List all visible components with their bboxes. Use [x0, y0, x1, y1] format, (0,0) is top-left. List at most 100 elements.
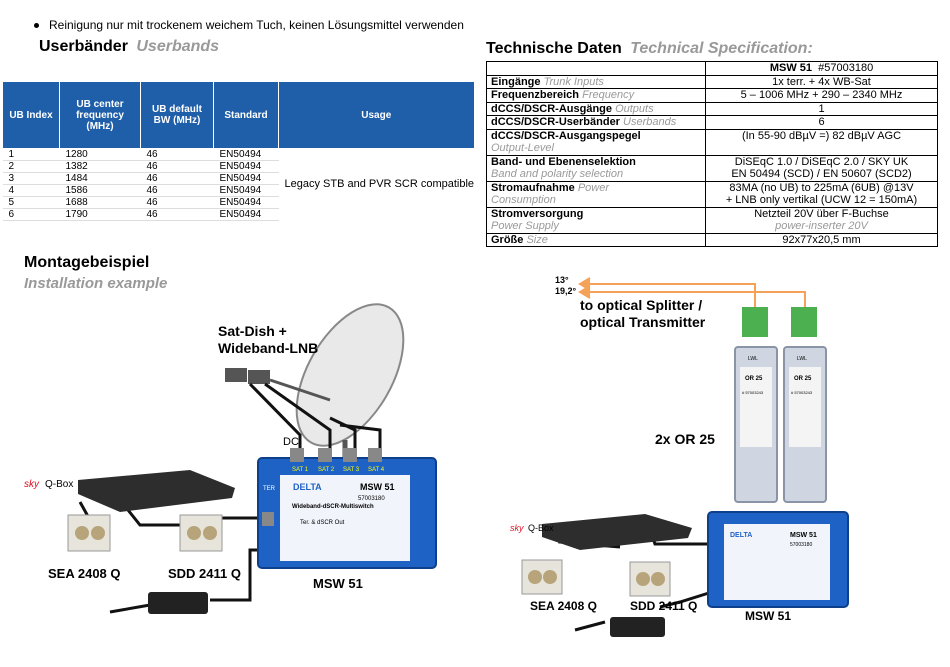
msw-label: MSW 51 [313, 576, 363, 591]
sea-label: SEA 2408 Q [48, 566, 121, 581]
tech-title-en: Technical Specification: [630, 40, 813, 57]
spec-label-en: Outputs [615, 102, 654, 115]
msw-label: MSW 51 [745, 609, 791, 623]
installation-diagram-right: 13° 19,2° to optical Splitter /optical T… [510, 275, 849, 637]
dest-label: to optical Splitter /optical Transmitter [580, 297, 706, 330]
device-model: MSW 51 [790, 532, 817, 539]
cell-index: 1 [2, 148, 60, 161]
spec-label-en: Frequency [582, 89, 635, 101]
table-row: dCCS/DSCR-Ausgänge Outputs 1 [486, 101, 938, 116]
model-number: #57003180 [818, 62, 874, 74]
table-row: 4 1586 46 EN50494 [2, 184, 475, 197]
wall-socket-icon [179, 514, 223, 552]
lwl-label: LWL [748, 356, 758, 362]
optical-converter-device [734, 307, 778, 503]
spec-value: 83MA (no UB) to 225mA (6UB) @13V [729, 181, 914, 194]
cell-standard: EN50494 [213, 208, 279, 221]
spec-label: Größe [491, 233, 524, 246]
cell-bw: 46 [140, 160, 214, 173]
set-top-box-icon [542, 514, 692, 550]
cell-frequency: 1382 [59, 160, 141, 173]
table-row: 1 1280 46 EN50494 Legacy STB and PVR SCR… [2, 148, 474, 190]
sdd-label: SDD 2411 Q [168, 566, 241, 581]
table-row: dCCS/DSCR-Userbänder Userbands 6 [486, 115, 938, 130]
cleaning-note-text: Reinigung nur mit trockenem weichem Tuch… [49, 18, 464, 32]
spec-label: Eingänge [491, 75, 541, 88]
spec-label-en: Power Supply [491, 220, 559, 232]
table-row: 6 1790 46 EN50494 [2, 208, 475, 221]
cell-standard: EN50494 [213, 160, 279, 173]
spec-label-en: Size [526, 233, 548, 246]
spec-value: Netzteil 20V über F-Buchse [754, 207, 889, 220]
spec-label: dCCS/DSCR-Ausgänge [491, 102, 613, 115]
qbox-label: Q-Box [45, 479, 73, 490]
sky-logo: sky [510, 523, 524, 533]
spec-value: 1x terr. + 4x WB-Sat [705, 74, 938, 89]
wall-socket-icon [629, 561, 671, 597]
brand-logo: DELTA [730, 532, 752, 539]
header-ub-index: UB Index [2, 81, 60, 149]
multiswitch-device [257, 448, 437, 569]
spec-value: 92x77x20,5 mm [705, 232, 938, 247]
spec-label-en: Userbands [623, 116, 677, 128]
power-supply-icon [610, 617, 665, 637]
spec-value: 1 [705, 101, 938, 116]
cell-frequency: 1688 [59, 196, 141, 209]
lnb-icon [225, 368, 270, 384]
sat-port-label: SAT 2 [318, 467, 335, 473]
cell-index: 5 [2, 196, 60, 209]
temp-label-1: 13° [555, 275, 569, 285]
or-count-label: 2x OR 25 [655, 431, 715, 447]
cell-standard: EN50494 [213, 184, 279, 197]
device-code: 57003180 [358, 496, 385, 502]
device-code: 57003180 [790, 542, 812, 548]
header-ub-bw: UB default BW (MHz) [140, 81, 214, 149]
device-subtitle: Wideband-dSCR-Multiswitch [292, 504, 374, 510]
device-model: MSW 51 [360, 482, 395, 492]
userbands-title-de: Userbänder [39, 38, 128, 55]
spec-label: Stromversorgung [491, 207, 584, 220]
cell-frequency: 1790 [59, 208, 141, 221]
sea-label: SEA 2408 Q [530, 599, 597, 613]
or-name: OR 25 [745, 376, 763, 382]
or-code: # 57003243 [791, 390, 813, 395]
spec-value: DiSEqC 1.0 / DiSEqC 2.0 / SKY UK [734, 155, 909, 168]
bullet-icon [34, 23, 39, 29]
spec-label-en: Band and polarity selection [491, 168, 624, 180]
sat-port-label: SAT 3 [343, 467, 360, 473]
or-code: # 57003243 [742, 390, 764, 395]
header-ub-frequency: UB center frequency (MHz) [59, 81, 141, 149]
spec-label: Stromaufnahme [491, 181, 575, 194]
cleaning-note: Reinigung nur mit trockenem weichem Tuch… [34, 18, 464, 32]
header-standard: Standard [213, 81, 279, 149]
cell-usage: Legacy STB and PVR SCR compatible [284, 178, 475, 191]
cell-bw: 46 [140, 148, 214, 161]
installation-diagram-left: DC Sat-Dish +Wideband-LNB sky Q-Box SEA … [24, 303, 437, 614]
spec-label: dCCS/DSCR-Ausgangspegel [491, 129, 641, 142]
cell-frequency: 1280 [59, 148, 141, 161]
spec-label-en: Trunk Inputs [543, 75, 604, 88]
tech-title-de: Technische Daten [486, 40, 622, 57]
userbands-title-en: Userbands [136, 38, 220, 55]
userbands-table: UB Index UB center frequency (MHz) UB de… [2, 81, 475, 221]
temp-label-2: 19,2° [555, 286, 577, 296]
cell-standard: EN50494 [213, 196, 279, 209]
header-usage: Usage [278, 81, 475, 149]
table-row: 3 1484 46 EN50494 [2, 172, 475, 185]
dc-label: DC [283, 436, 299, 448]
spec-label-en-2: Consumption [491, 194, 556, 206]
cell-bw: 46 [140, 196, 214, 209]
installation-title-en: Installation example [24, 275, 168, 292]
cell-index: 2 [2, 160, 60, 173]
cell-frequency: 1484 [59, 172, 141, 185]
cell-index: 4 [2, 184, 60, 197]
tech-spec-table: MSW 51 #57003180 Eingänge Trunk Inputs 1… [486, 61, 938, 247]
set-top-box-icon [78, 470, 235, 512]
brand-logo: DELTA [293, 482, 322, 492]
spec-value-2: EN 50494 (SCD) / EN 50607 (SCD2) [731, 168, 912, 180]
cell-index: 6 [2, 208, 60, 221]
table-row: MSW 51 #57003180 [486, 61, 938, 76]
sky-logo: sky [24, 479, 40, 490]
